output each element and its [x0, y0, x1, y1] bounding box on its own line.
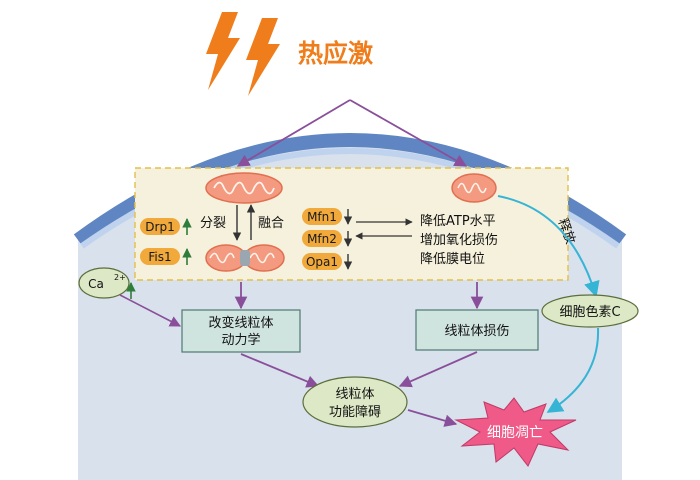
dysfunction-line-2: 功能障碍 [329, 405, 381, 420]
marker-label: Mfn2 [307, 232, 337, 246]
mitochondrion-fragmented-icon [205, 244, 285, 272]
effect-atp: 降低ATP水平 [420, 214, 496, 229]
calcium-label: Ca [88, 277, 104, 291]
marker-label: Opa1 [306, 255, 338, 269]
starburst-icon [454, 397, 577, 467]
marker-label: Mfn1 [307, 210, 337, 224]
marker-label: Drp1 [145, 220, 174, 234]
fission-label: 分裂 [200, 216, 226, 231]
marker-label: Fis1 [148, 250, 171, 264]
fusion-label: 融合 [258, 216, 284, 231]
heat-stress-label: 热应激 [298, 39, 373, 68]
dynamics-line-2: 动力学 [221, 332, 260, 348]
cytochrome-c-label: 细胞色素C [559, 304, 620, 320]
marker-pill-opa1: Opa1 [302, 253, 342, 270]
apoptosis-label: 细胞凋亡 [487, 425, 543, 441]
cytochrome-apoptosis-arrow [546, 327, 600, 413]
damage-box: 线粒体损伤 [415, 309, 539, 351]
dysfunction-to-apoptosis-arrow [407, 409, 458, 427]
calcium-arrow [119, 294, 181, 327]
fission-fusion-arrows [232, 204, 256, 241]
marker-pill-mfn1: Mfn1 [302, 208, 342, 225]
marker-effect-arrows [355, 218, 413, 240]
dynamics-line-1: 改变线粒体 [208, 315, 273, 331]
mitochondrion-intact-icon [205, 172, 283, 204]
dynamics-to-dysfunction-arrow [240, 353, 320, 388]
lightning-icon [206, 12, 280, 96]
dysfunction-node: 线粒体 功能障碍 [302, 376, 408, 428]
effect-membrane-potential: 降低膜电位 [420, 252, 485, 267]
apoptosis-node: 细胞凋亡 [454, 397, 577, 467]
stimulus-arrows [236, 99, 468, 167]
effect-oxidative: 增加氧化损伤 [420, 233, 498, 248]
mitochondrion-damaged-icon [451, 173, 497, 203]
release-arrow [497, 195, 600, 298]
calcium-node: Ca 2+ [78, 267, 130, 299]
dysfunction-line-1: 线粒体 [335, 387, 374, 402]
marker-pill-drp1: Drp1 [140, 218, 180, 235]
marker-pill-fis1: Fis1 [140, 248, 180, 265]
damage-to-dysfunction-arrow [398, 351, 478, 388]
dynamics-box: 改变线粒体 动力学 [181, 309, 301, 353]
calcium-superscript: 2+ [114, 273, 126, 282]
damage-label: 线粒体损伤 [444, 324, 509, 339]
cytochrome-c-node: 细胞色素C [541, 294, 639, 328]
marker-pill-mfn2: Mfn2 [302, 230, 342, 247]
